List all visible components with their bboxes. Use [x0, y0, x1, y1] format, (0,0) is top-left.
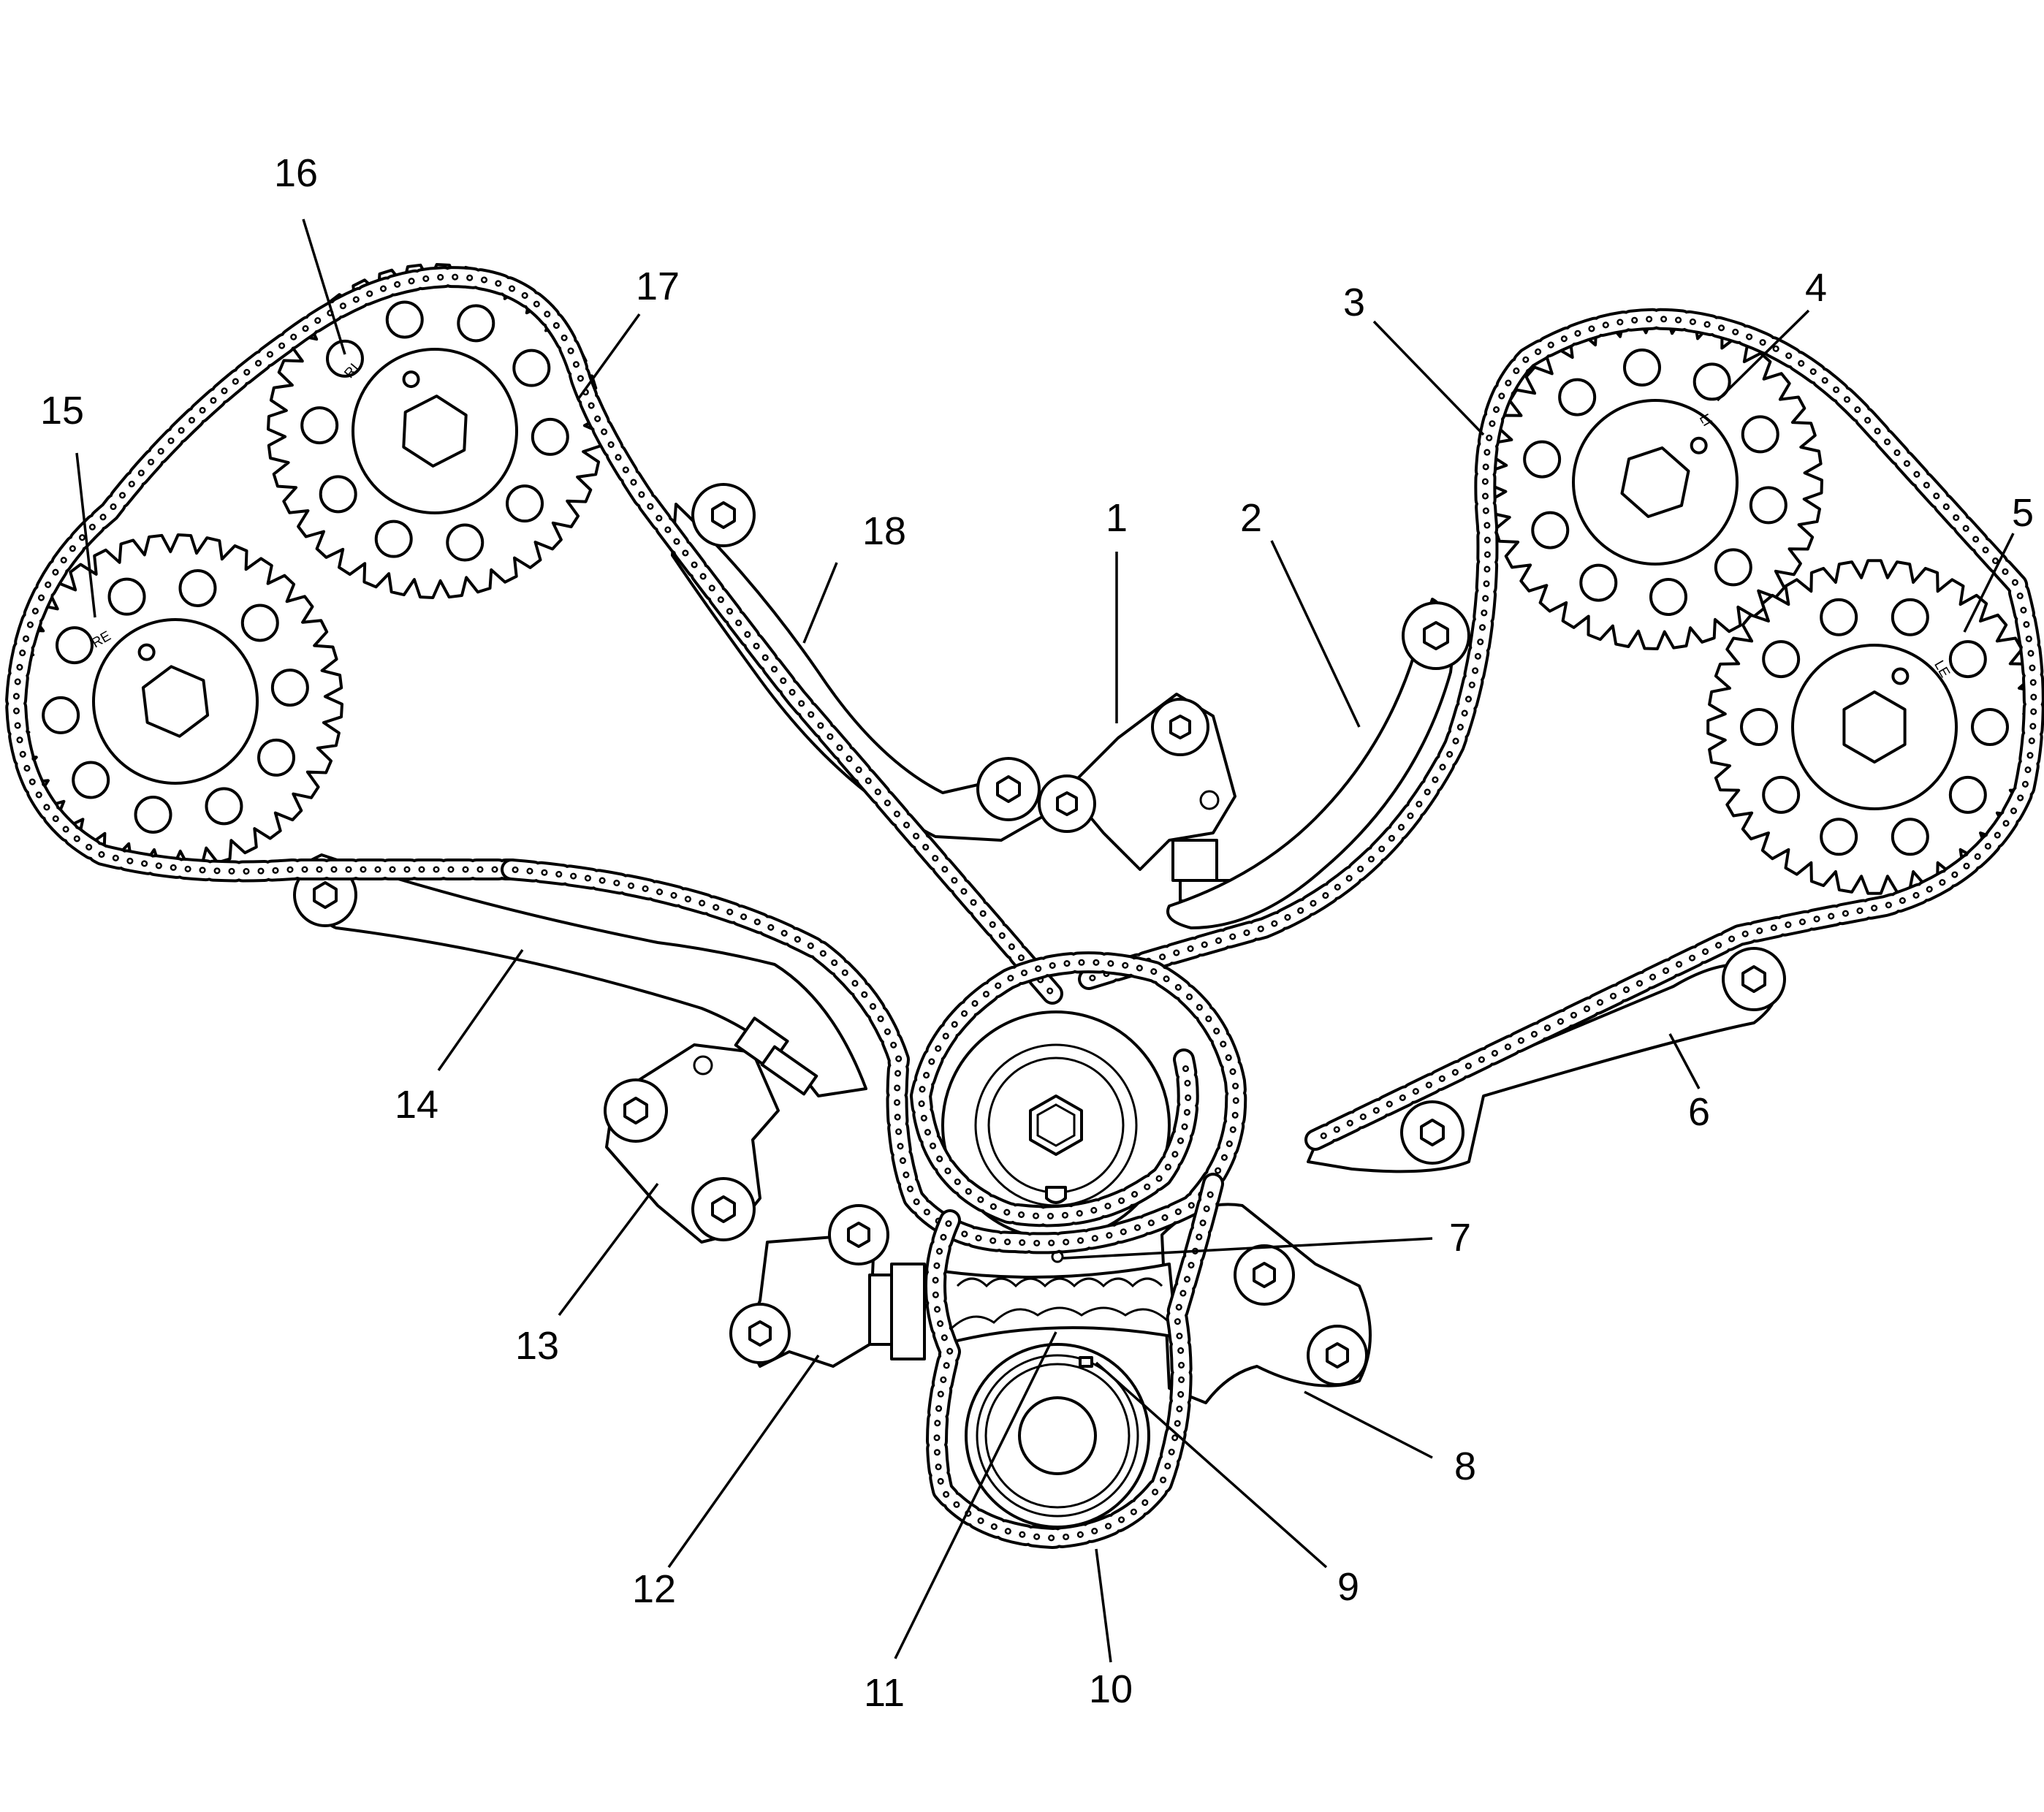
- callout-12: 12: [632, 1567, 676, 1611]
- right-exhaust-cam-sprocket: [7, 533, 343, 869]
- callout-14: 14: [395, 1083, 438, 1127]
- callout-5: 5: [2012, 491, 2034, 535]
- callout-3: 3: [1343, 281, 1365, 324]
- timing-chain-1: [5, 266, 1063, 1005]
- timing-chain-2: [1078, 308, 2044, 1151]
- left-secondary-tensioner-1: [1038, 693, 1240, 902]
- left-secondary-shoe-2: [1166, 598, 1470, 929]
- callout-10: 10: [1089, 1667, 1133, 1711]
- callout-1: 1: [1106, 496, 1128, 540]
- callout-11: 11: [864, 1671, 905, 1715]
- callout-6: 6: [1688, 1090, 1710, 1134]
- lower-guide-shoe: [941, 1250, 1178, 1346]
- left-primary-guide-6: [1307, 947, 1786, 1173]
- callout-8: 8: [1454, 1444, 1476, 1488]
- callout-7: 7: [1449, 1216, 1471, 1260]
- callout-2: 2: [1240, 496, 1262, 540]
- timing-chains: [5, 266, 2044, 1549]
- leader-lines: [75, 218, 2015, 1663]
- callout-4: 4: [1805, 266, 1827, 310]
- callout-16: 16: [274, 151, 318, 195]
- callout-13: 13: [515, 1324, 559, 1368]
- timing-chain-4: [924, 1173, 1224, 1549]
- callout-labels: 1 2 3 4 5 6 7 8 9 10 11 12 13 14 15 16 1…: [40, 151, 2034, 1715]
- balance-shaft-sprocket: [965, 1343, 1150, 1529]
- lower-right-guide-8: [1160, 1203, 1372, 1404]
- callout-17: 17: [636, 264, 680, 308]
- left-exhaust-cam-sprocket: [1706, 559, 2043, 895]
- right-intake-cam-sprocket: [267, 263, 603, 599]
- callout-15: 15: [40, 389, 84, 433]
- callout-9: 9: [1337, 1565, 1359, 1609]
- callout-18: 18: [862, 509, 906, 553]
- timing-chain-3: [501, 859, 1247, 1255]
- balance-shaft-tensioner-12: [729, 1204, 926, 1368]
- left-intake-cam-sprocket: [1487, 314, 1823, 650]
